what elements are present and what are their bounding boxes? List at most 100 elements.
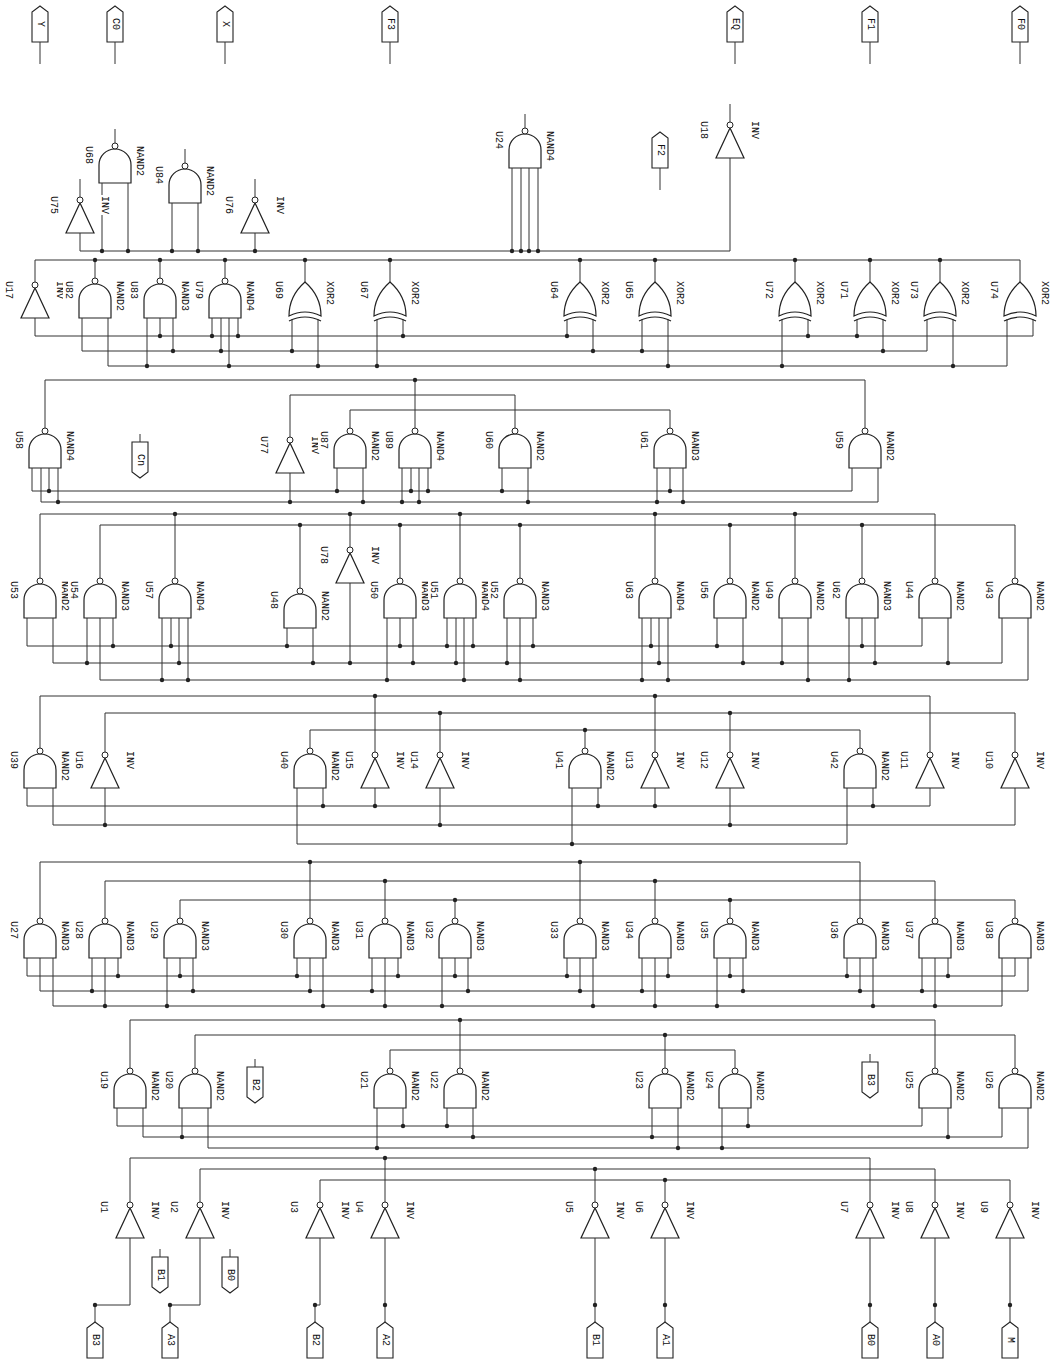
gate-reference: U67 [358,280,369,300]
gate-type: INV [1034,750,1045,770]
port-name: A2 [380,1333,391,1347]
junction-dot [313,1303,317,1307]
wire [130,1252,131,1305]
junction-dot [578,860,582,864]
wire [318,319,319,332]
gate-reference: U84 [153,165,164,185]
xor-gate-symbol [564,282,596,316]
wire [375,788,376,802]
wire [108,332,109,366]
gate-reference: U53 [8,580,19,600]
wire [167,958,168,972]
wire [390,1050,735,1051]
junction-dot [1008,1303,1012,1307]
nand-gate-symbol [509,134,541,168]
wire [428,468,429,482]
wire [377,1108,378,1122]
wire [473,1122,474,1137]
junction-dot [116,974,120,978]
junction-dot [653,694,657,698]
wire [1020,42,1021,64]
gate-reference: U4 [353,1200,364,1214]
wire [847,958,848,972]
wire [400,564,401,578]
wire [655,881,656,904]
wire [1015,802,1016,825]
wire [117,1108,118,1122]
inversion-bubble [37,748,43,754]
junction-dot [438,823,442,827]
wire [337,468,338,482]
inversion-bubble [347,547,353,553]
junction-dot [780,661,784,665]
port-name: B2 [310,1333,321,1347]
wire [80,179,81,197]
wire [935,514,936,564]
inversion-bubble [222,278,228,284]
port-name: B2 [250,1078,261,1092]
wire [377,332,378,366]
gate-reference: U52 [488,580,499,600]
wire [735,1054,736,1068]
gate-reference: U59 [833,430,844,450]
junction-dot [321,804,325,808]
junction-dot [570,842,574,846]
wire [180,900,181,904]
inversion-bubble [1012,1068,1018,1074]
gate-reference: U44 [903,580,914,600]
junction-dot [681,500,685,504]
wire [188,632,189,680]
junction-dot [505,661,509,665]
gate-reference: U76 [223,195,234,215]
wire [363,468,364,482]
junction-dot [158,258,162,262]
junction-dot [458,512,462,516]
gate-type: NAND3 [474,920,485,952]
wire [95,1305,96,1322]
wire [162,618,163,632]
port-flag [247,1067,263,1103]
wire [160,264,161,278]
junction-dot [871,1004,875,1008]
gate-reference: U12 [698,750,709,770]
nand-gate-symbol [89,924,121,958]
wire [171,618,172,632]
wire [130,1238,131,1252]
wire [460,1054,461,1068]
wire [290,395,515,396]
wire [515,414,516,428]
wire [808,618,809,632]
wire [385,1305,386,1322]
junction-dot [946,974,950,978]
wire [567,958,568,972]
junction-dot [860,523,864,527]
wire [665,1238,666,1252]
gate-reference: U69 [273,280,284,300]
wire [940,264,941,282]
wire [878,482,879,502]
junction-dot [236,334,240,338]
wire [743,632,744,663]
wire [1010,1238,1011,1252]
gate-type: NAND2 [114,280,125,312]
xor-gate-symbol [1004,282,1036,316]
inverter-symbol [186,1208,214,1238]
gate-reference: U48 [268,590,279,610]
junction-dot [728,898,732,902]
junction-dot [385,678,389,682]
port-flag [862,1062,878,1098]
wire [40,991,1028,992]
wire [105,788,106,802]
port-flag [382,6,398,42]
wire [225,42,226,64]
gate-reference: U89 [383,430,394,450]
xor-gate-symbol [854,317,886,321]
inverter-symbol [996,1208,1024,1238]
wire [27,632,28,646]
junction-dot [946,661,950,665]
wire [670,414,671,428]
wire [115,42,116,64]
wire [385,1252,386,1305]
wire [200,1169,201,1184]
gate-reference: U13 [623,750,634,770]
